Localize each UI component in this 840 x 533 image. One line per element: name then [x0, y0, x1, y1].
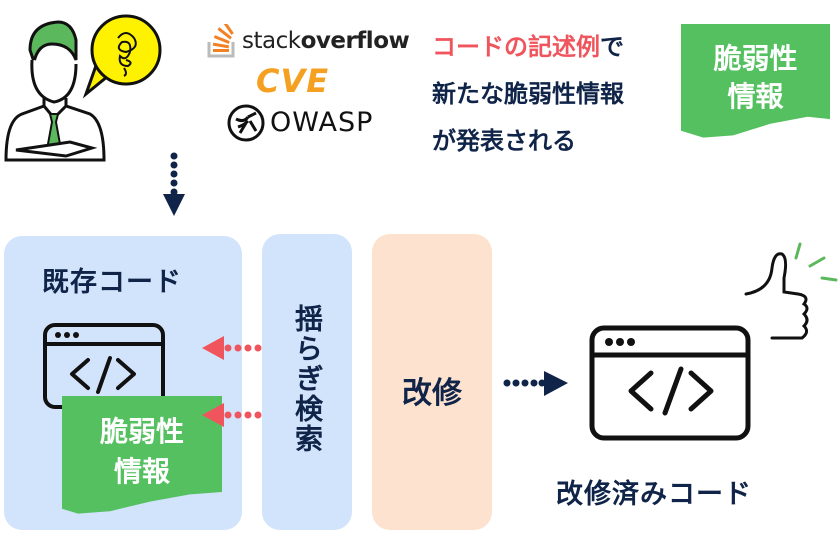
flag-line1: 脆弱性 — [713, 42, 798, 75]
owasp-text: OWASP — [270, 107, 374, 138]
announcement-line3: が発表される — [432, 127, 576, 155]
fuzzy-search-label: 揺らぎ検索 — [291, 304, 324, 454]
thumbs-up-icon — [744, 242, 838, 340]
owasp-logo: OWASP — [226, 103, 396, 147]
existing-code-panel: 既存コード 脆弱性 情報 — [4, 236, 242, 530]
repaired-code-label: 改修済みコード — [556, 479, 752, 510]
flag-line2: 情報 — [727, 80, 784, 113]
person-icon — [4, 20, 106, 162]
stackoverflow-icon — [207, 24, 235, 58]
repaired-code-window-icon — [589, 325, 751, 441]
confused-engineer-illustration — [4, 14, 162, 162]
existing-code-title: 既存コード — [42, 267, 182, 298]
right-arrow-icon — [503, 371, 568, 396]
announcement-text: コードの記述例で 新たな脆弱性情報 が発表される — [432, 24, 624, 165]
wasp-icon — [227, 104, 265, 142]
down-arrow-icon — [163, 152, 185, 216]
stackoverflow-text-overflow: overflow — [300, 28, 410, 54]
scribble-icon — [117, 32, 137, 77]
sparkle-icon — [794, 242, 838, 282]
announcement-line1-rest: で — [600, 33, 624, 61]
flag-line1: 脆弱性 — [99, 415, 184, 448]
fuzzy-search-panel: 揺らぎ検索 — [262, 234, 352, 530]
cve-logo: CVE — [256, 62, 330, 100]
announcement-line2: 新たな脆弱性情報 — [432, 80, 624, 108]
flag-line2: 情報 — [113, 455, 170, 488]
thought-bubble-icon — [82, 14, 162, 99]
red-left-arrow-icon — [202, 336, 271, 360]
stackoverflow-logo: stackoverflow — [206, 20, 416, 60]
repair-panel: 改修 — [372, 234, 492, 530]
repair-label: 改修 — [402, 376, 462, 411]
existing-code-vulnerability-flag: 脆弱性 情報 — [62, 396, 222, 514]
announcement-highlight: コードの記述例 — [432, 33, 600, 61]
vulnerability-info-flag: 脆弱性 情報 — [681, 24, 830, 138]
stackoverflow-text-stack: stack — [242, 28, 301, 54]
